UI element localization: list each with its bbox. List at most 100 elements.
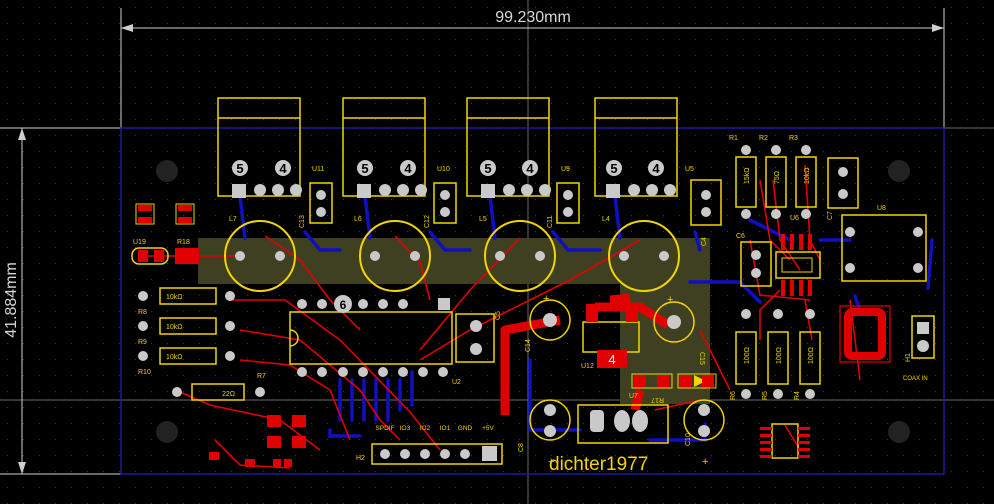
resistor-r10[interactable] [138, 347, 235, 365]
svg-text:22Ω: 22Ω [222, 391, 235, 398]
resistor-r3[interactable] [795, 145, 817, 219]
top-copper-traces [140, 164, 861, 469]
capacitor-c6[interactable] [740, 241, 772, 287]
ic-u6[interactable] [775, 234, 821, 296]
svg-text:C8: C8 [518, 443, 525, 452]
svg-text:R5: R5 [762, 391, 769, 400]
mounting-hole-top-left[interactable] [156, 160, 178, 182]
svg-text:U9: U9 [561, 166, 570, 173]
capacitor-c13 [309, 182, 333, 224]
svg-text:L7: L7 [229, 216, 237, 223]
inductor-l5 [484, 220, 556, 292]
output-stage-l4[interactable] [594, 97, 722, 292]
mounting-hole-bottom-left[interactable] [156, 421, 178, 443]
smd-component-pair-top-left[interactable] [135, 203, 195, 225]
component-u19[interactable] [131, 247, 169, 265]
smd-ic-bottom-right[interactable] [760, 423, 810, 459]
svg-text:5: 5 [610, 161, 617, 176]
top-copper-power-traces [500, 293, 671, 415]
output-stage-l6[interactable] [342, 97, 457, 292]
svg-text:U2: U2 [452, 379, 461, 386]
svg-text:R6: R6 [730, 391, 737, 400]
svg-text:15kΩ: 15kΩ [744, 167, 751, 184]
rca-coax-connector[interactable] [839, 305, 891, 363]
svg-text:5: 5 [484, 161, 491, 176]
svg-text:100Ω: 100Ω [744, 347, 751, 364]
svg-text:100Ω: 100Ω [808, 347, 815, 364]
board-outline[interactable] [120, 127, 945, 475]
header-h2[interactable] [371, 443, 503, 465]
svg-text:IO2: IO2 [420, 425, 431, 432]
component-r18[interactable] [175, 248, 199, 264]
resistor-r4[interactable] [799, 309, 821, 399]
regulator-u12[interactable] [582, 304, 640, 368]
ic-u2[interactable] [289, 295, 453, 377]
mounting-hole-top-right[interactable] [888, 160, 910, 182]
svg-text:U6: U6 [790, 215, 799, 222]
svg-text:U10: U10 [437, 166, 450, 173]
u12-pin-badge [597, 350, 627, 368]
capacitor-c15[interactable] [653, 301, 695, 343]
svg-text:L4: L4 [602, 216, 610, 223]
svg-text:H1: H1 [905, 353, 912, 362]
capacitor-c7[interactable] [827, 157, 859, 209]
svg-text:C5: C5 [495, 311, 502, 320]
svg-text:R8: R8 [138, 309, 147, 316]
header-h1[interactable] [911, 315, 935, 359]
capacitor-c5[interactable] [455, 313, 495, 363]
capacitor-c10[interactable] [683, 399, 725, 441]
port-number-labels: 5 4 5 4 5 4 5 4 [236, 161, 660, 176]
svg-text:C14: C14 [525, 339, 532, 352]
svg-text:10kΩ: 10kΩ [166, 294, 183, 301]
svg-text:R10: R10 [138, 369, 151, 376]
inductor-l4 [608, 220, 680, 292]
transformer-u8[interactable] [841, 214, 927, 282]
svg-text:C7: C7 [827, 211, 834, 220]
resistor-r7[interactable] [172, 383, 265, 401]
svg-text:U7: U7 [629, 393, 638, 400]
resistor-r17[interactable] [631, 373, 673, 389]
mounting-hole-bottom-right[interactable] [888, 421, 910, 443]
svg-text:+: + [548, 456, 554, 468]
capacitor-c12 [433, 182, 457, 224]
header-pin-labels: SPDIF IO3 IO2 IO1 GND +5V [375, 425, 494, 432]
resistor-r8[interactable] [138, 287, 235, 305]
svg-text:4: 4 [279, 161, 287, 176]
polarity-marks: + + + + [543, 293, 708, 468]
smd-pad-cluster-bottom-left[interactable] [209, 415, 306, 467]
svg-text:R9: R9 [138, 339, 147, 346]
svg-text:+: + [702, 456, 708, 468]
svg-text:C13: C13 [299, 215, 306, 228]
svg-text:R2: R2 [759, 135, 768, 142]
capacitor-c8[interactable] [529, 399, 571, 441]
resistor-r6[interactable] [735, 309, 757, 399]
svg-text:U12: U12 [581, 363, 594, 370]
ground-pour [198, 238, 710, 284]
svg-text:4: 4 [526, 161, 534, 176]
svg-text:R17: R17 [651, 396, 664, 403]
diode-led[interactable] [677, 373, 717, 389]
resistor-r9[interactable] [138, 317, 235, 335]
svg-text:C11: C11 [547, 216, 554, 228]
svg-text:R18: R18 [177, 239, 190, 246]
svg-text:C6: C6 [736, 233, 745, 240]
svg-text:L5: L5 [479, 216, 487, 223]
svg-text:IO1: IO1 [440, 425, 451, 432]
output-stage-l7[interactable] [217, 97, 333, 292]
svg-text:5: 5 [236, 161, 243, 176]
regulator-u7[interactable] [577, 404, 669, 444]
svg-text:10kΩ: 10kΩ [166, 324, 183, 331]
capacitor-c14[interactable] [529, 299, 571, 341]
svg-text:C15: C15 [698, 352, 705, 365]
resistor-r5[interactable] [767, 309, 789, 399]
svg-text:C12: C12 [424, 215, 431, 228]
resistor-r2[interactable] [765, 145, 787, 219]
resistor-r1[interactable] [735, 145, 757, 219]
svg-text:C10: C10 [685, 433, 692, 446]
svg-text:L6: L6 [354, 216, 362, 223]
designator-labels: U11 U10 U9 U5 L7 L6 L5 L4 C13 C12 C11 C4… [133, 135, 912, 462]
output-stage-l5[interactable] [466, 97, 580, 292]
svg-text:+: + [543, 293, 549, 305]
svg-text:4: 4 [404, 161, 412, 176]
